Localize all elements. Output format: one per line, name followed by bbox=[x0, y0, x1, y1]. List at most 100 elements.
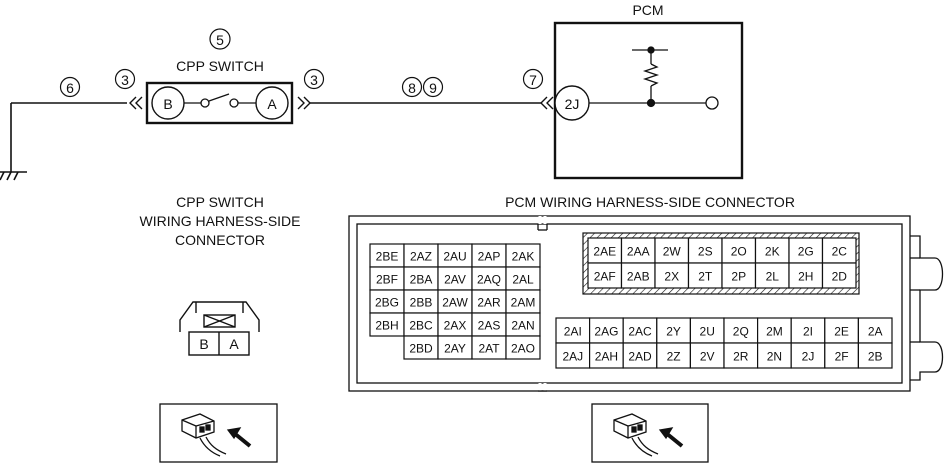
pin-label-2ae: 2AE bbox=[593, 245, 616, 259]
connector-chevron-right bbox=[297, 96, 311, 110]
pin-cell-2w bbox=[654, 237, 690, 264]
pin-cell-2m bbox=[756, 317, 792, 344]
callout-3-right: 3 bbox=[303, 68, 325, 90]
pin-label-2aq: 2AQ bbox=[477, 273, 501, 287]
pin-cell-2e bbox=[824, 317, 859, 344]
pin-cell-2af bbox=[587, 262, 623, 289]
pin-label-2bc: 2BC bbox=[409, 319, 433, 333]
pin-cell-2ao bbox=[505, 335, 541, 360]
pin-label-2bb: 2BB bbox=[410, 296, 433, 310]
cpp-connector-pin-b: B bbox=[199, 336, 208, 352]
pin-label-2ah: 2AH bbox=[595, 350, 618, 364]
pcm-connector-body bbox=[348, 215, 944, 392]
pin-label-2av: 2AV bbox=[444, 273, 466, 287]
pin-label-2u: 2U bbox=[700, 325, 715, 339]
cpp-terminal-b: B bbox=[151, 86, 185, 120]
connector-chevron-pcm bbox=[540, 96, 554, 110]
pin-cell-2f bbox=[824, 342, 859, 369]
pin-label-2ay: 2AY bbox=[444, 342, 466, 356]
pin-label-2b: 2B bbox=[868, 350, 883, 364]
pin-cell-2ad bbox=[622, 342, 658, 369]
pin-cell-2ae bbox=[587, 237, 623, 264]
pin-cell-2a bbox=[857, 317, 893, 344]
pin-cell-2r bbox=[723, 342, 759, 369]
pcm-terminal-2j-label: 2J bbox=[565, 96, 580, 112]
pin-label-2i: 2I bbox=[803, 325, 813, 339]
pcm-terminal-2j: 2J bbox=[554, 85, 590, 121]
pin-label-2v: 2V bbox=[700, 350, 715, 364]
cpp-terminal-b-label: B bbox=[163, 96, 172, 112]
pin-label-2bh: 2BH bbox=[375, 319, 398, 333]
pin-cell-2ac bbox=[622, 317, 658, 344]
pin-label-2t: 2T bbox=[698, 270, 713, 284]
pin-label-2ao: 2AO bbox=[511, 342, 535, 356]
pin-label-2aj: 2AJ bbox=[562, 350, 583, 364]
pin-label-2ak: 2AK bbox=[512, 250, 535, 264]
callout-3-right-label: 3 bbox=[310, 72, 318, 88]
pin-label-2aw: 2AW bbox=[442, 296, 468, 310]
pin-label-2af: 2AF bbox=[594, 270, 616, 284]
pin-cell-2b bbox=[857, 342, 893, 369]
pin-label-2a: 2A bbox=[868, 325, 883, 339]
pin-cell-2o bbox=[721, 237, 757, 264]
pin-label-2g: 2G bbox=[798, 245, 814, 259]
callout-6-label: 6 bbox=[66, 80, 74, 96]
callout-8-label: 8 bbox=[408, 80, 416, 96]
pin-label-2au: 2AU bbox=[443, 250, 466, 264]
pin-label-2n: 2N bbox=[767, 350, 782, 364]
pin-cell-2j bbox=[790, 342, 826, 369]
pin-label-2ag: 2AG bbox=[594, 325, 618, 339]
pin-label-2k: 2K bbox=[765, 245, 780, 259]
pin-label-2w: 2W bbox=[663, 245, 682, 259]
pin-label-2aa: 2AA bbox=[627, 245, 650, 259]
pcm-title: PCM bbox=[632, 2, 663, 18]
pin-label-2h: 2H bbox=[798, 270, 813, 284]
pin-cell-2y bbox=[656, 317, 691, 344]
pin-label-2s: 2S bbox=[698, 245, 713, 259]
pin-label-2as: 2AS bbox=[478, 319, 501, 333]
callout-8: 8 bbox=[401, 76, 423, 98]
callout-5: 5 bbox=[209, 28, 231, 50]
cpp-connector-pin-a: A bbox=[229, 336, 239, 352]
callout-9: 9 bbox=[422, 76, 444, 98]
pin-label-2ba: 2BA bbox=[410, 273, 433, 287]
pin-label-2e: 2E bbox=[834, 325, 849, 339]
pin-cell-2t bbox=[687, 262, 723, 289]
callout-5-label: 5 bbox=[216, 32, 224, 48]
pin-label-2y: 2Y bbox=[666, 325, 681, 339]
pin-label-2q: 2Q bbox=[733, 325, 749, 339]
pin-cell-2ab bbox=[620, 262, 656, 289]
pin-label-2bg: 2BG bbox=[375, 296, 399, 310]
pin-cell-2aj bbox=[555, 342, 591, 369]
cpp-terminal-a: A bbox=[255, 86, 289, 120]
pin-cell-2c bbox=[821, 237, 857, 264]
pcm-connector-title: PCM WIRING HARNESS-SIDE CONNECTOR bbox=[505, 194, 795, 210]
pin-label-2az: 2AZ bbox=[410, 250, 432, 264]
pin-label-2ar: 2AR bbox=[477, 296, 501, 310]
callout-7-label: 7 bbox=[529, 72, 537, 88]
connector-chevron-left bbox=[129, 96, 143, 110]
callout-9-label: 9 bbox=[429, 80, 437, 96]
pin-label-2j: 2J bbox=[802, 350, 815, 364]
cpp-connector-title-2: WIRING HARNESS-SIDE bbox=[139, 213, 300, 229]
pin-cell-2k bbox=[754, 237, 790, 264]
pin-label-2be: 2BE bbox=[376, 250, 399, 264]
pin-label-2bf: 2BF bbox=[376, 273, 398, 287]
connector-view-icon-right bbox=[591, 403, 709, 463]
pin-label-2ac: 2AC bbox=[628, 325, 652, 339]
cpp-connector-title-3: CONNECTOR bbox=[175, 232, 265, 248]
switch-contact bbox=[184, 93, 256, 108]
cpp-switch-box bbox=[145, 81, 294, 125]
pin-cell-2n bbox=[756, 342, 792, 369]
pin-cell-2d bbox=[821, 262, 857, 289]
pin-label-2p: 2P bbox=[731, 270, 746, 284]
callout-3-left: 3 bbox=[114, 68, 136, 90]
ground-symbol bbox=[0, 103, 27, 181]
pin-label-2ad: 2AD bbox=[628, 350, 652, 364]
pin-label-2ax: 2AX bbox=[444, 319, 467, 333]
cpp-connector-face bbox=[179, 301, 260, 356]
